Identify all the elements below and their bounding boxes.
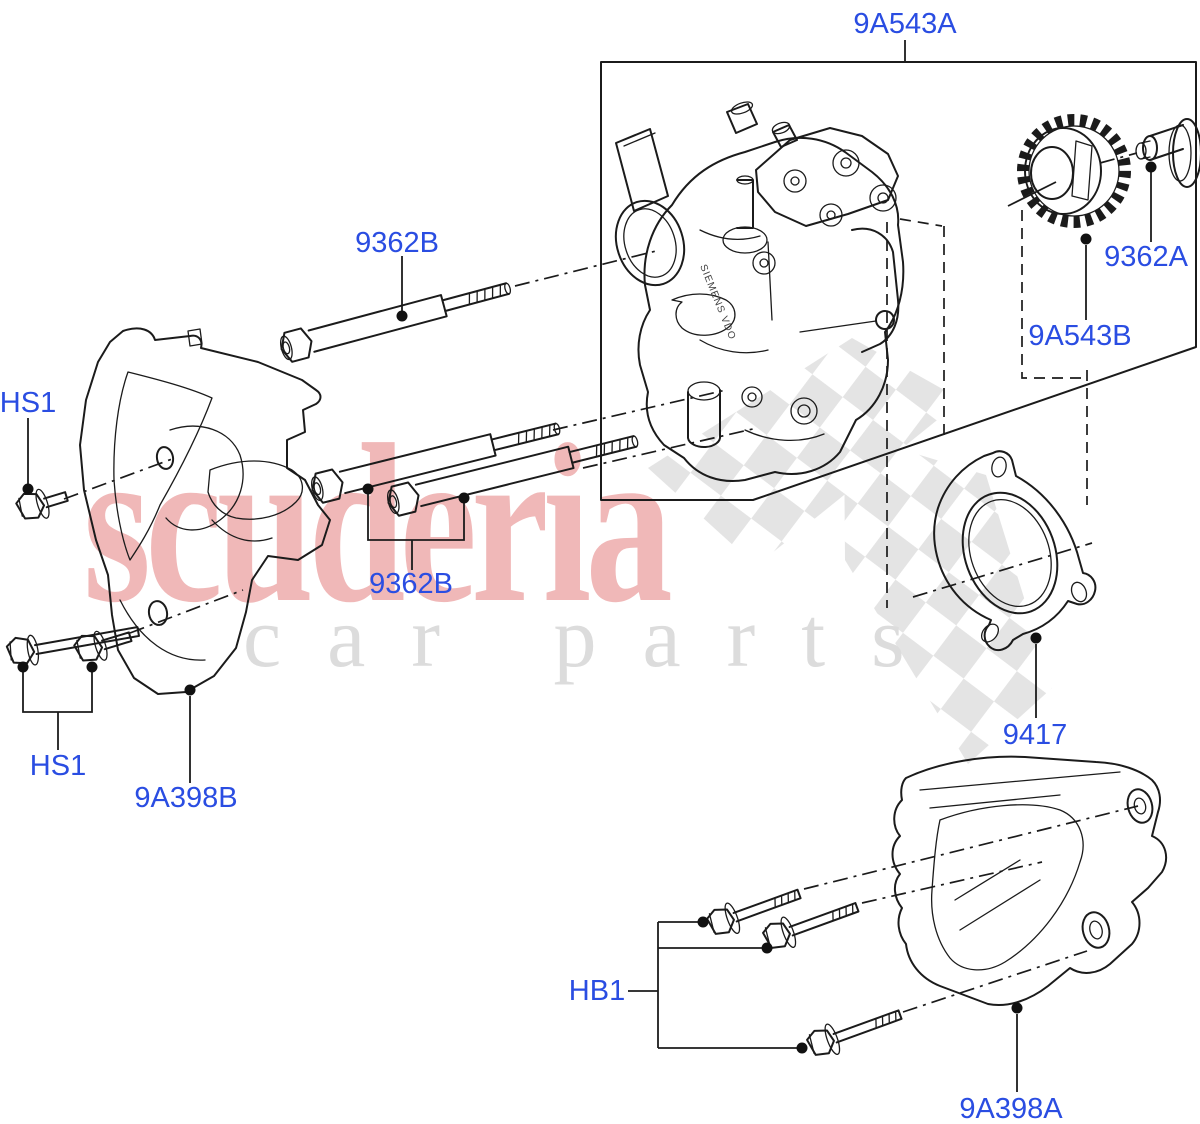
leader-lines xyxy=(17,161,1157,1092)
part-label-9a398b: 9A398B xyxy=(134,782,237,814)
mounting-bracket-right-drawing xyxy=(891,755,1168,1006)
part-label-9a398a: 9A398A xyxy=(959,1093,1063,1124)
pump-engraving: SIEMENS VDO xyxy=(697,263,737,342)
mounting-bracket-left-drawing xyxy=(79,327,331,695)
stud-mid-drawing xyxy=(311,422,561,504)
bolt-top-left-drawing xyxy=(15,488,69,520)
assembly-box-9a543a xyxy=(600,40,1197,501)
bolt-bottom-left-b-drawing xyxy=(73,630,133,662)
part-label-9417: 9417 xyxy=(1003,719,1068,751)
watermark-brand: scuderia xyxy=(83,397,671,649)
part-label-hs1-bottom: HS1 xyxy=(30,750,86,782)
gasket-drawing xyxy=(933,450,1097,652)
construction-dashed-lines xyxy=(886,210,1088,608)
bolt-bottom-left-a-drawing xyxy=(5,626,140,666)
watermark-tagline: car parts xyxy=(243,589,951,685)
bolt-hb1-2-drawing xyxy=(762,902,860,949)
gear-shaft-drawing xyxy=(1135,118,1200,188)
part-label-9362b-top: 9362B xyxy=(355,227,439,259)
part-label-9a543a: 9A543A xyxy=(853,8,957,40)
part-label-9362b-mid: 9362B xyxy=(369,568,453,600)
stud-low-drawing xyxy=(387,435,639,517)
part-label-hb1: HB1 xyxy=(569,975,625,1007)
part-label-9362a: 9362A xyxy=(1104,241,1189,273)
centre-lines xyxy=(63,152,1139,1013)
bolt-hb1-3-drawing xyxy=(806,1009,903,1056)
part-label-hs1-top: HS1 xyxy=(0,387,56,419)
part-label-9a543b: 9A543B xyxy=(1028,320,1131,352)
checkered-flag-watermark xyxy=(648,338,1052,764)
bolt-hb1-1-drawing xyxy=(706,888,802,935)
drive-gear-drawing xyxy=(1007,114,1131,228)
stud-top-drawing xyxy=(279,282,512,363)
